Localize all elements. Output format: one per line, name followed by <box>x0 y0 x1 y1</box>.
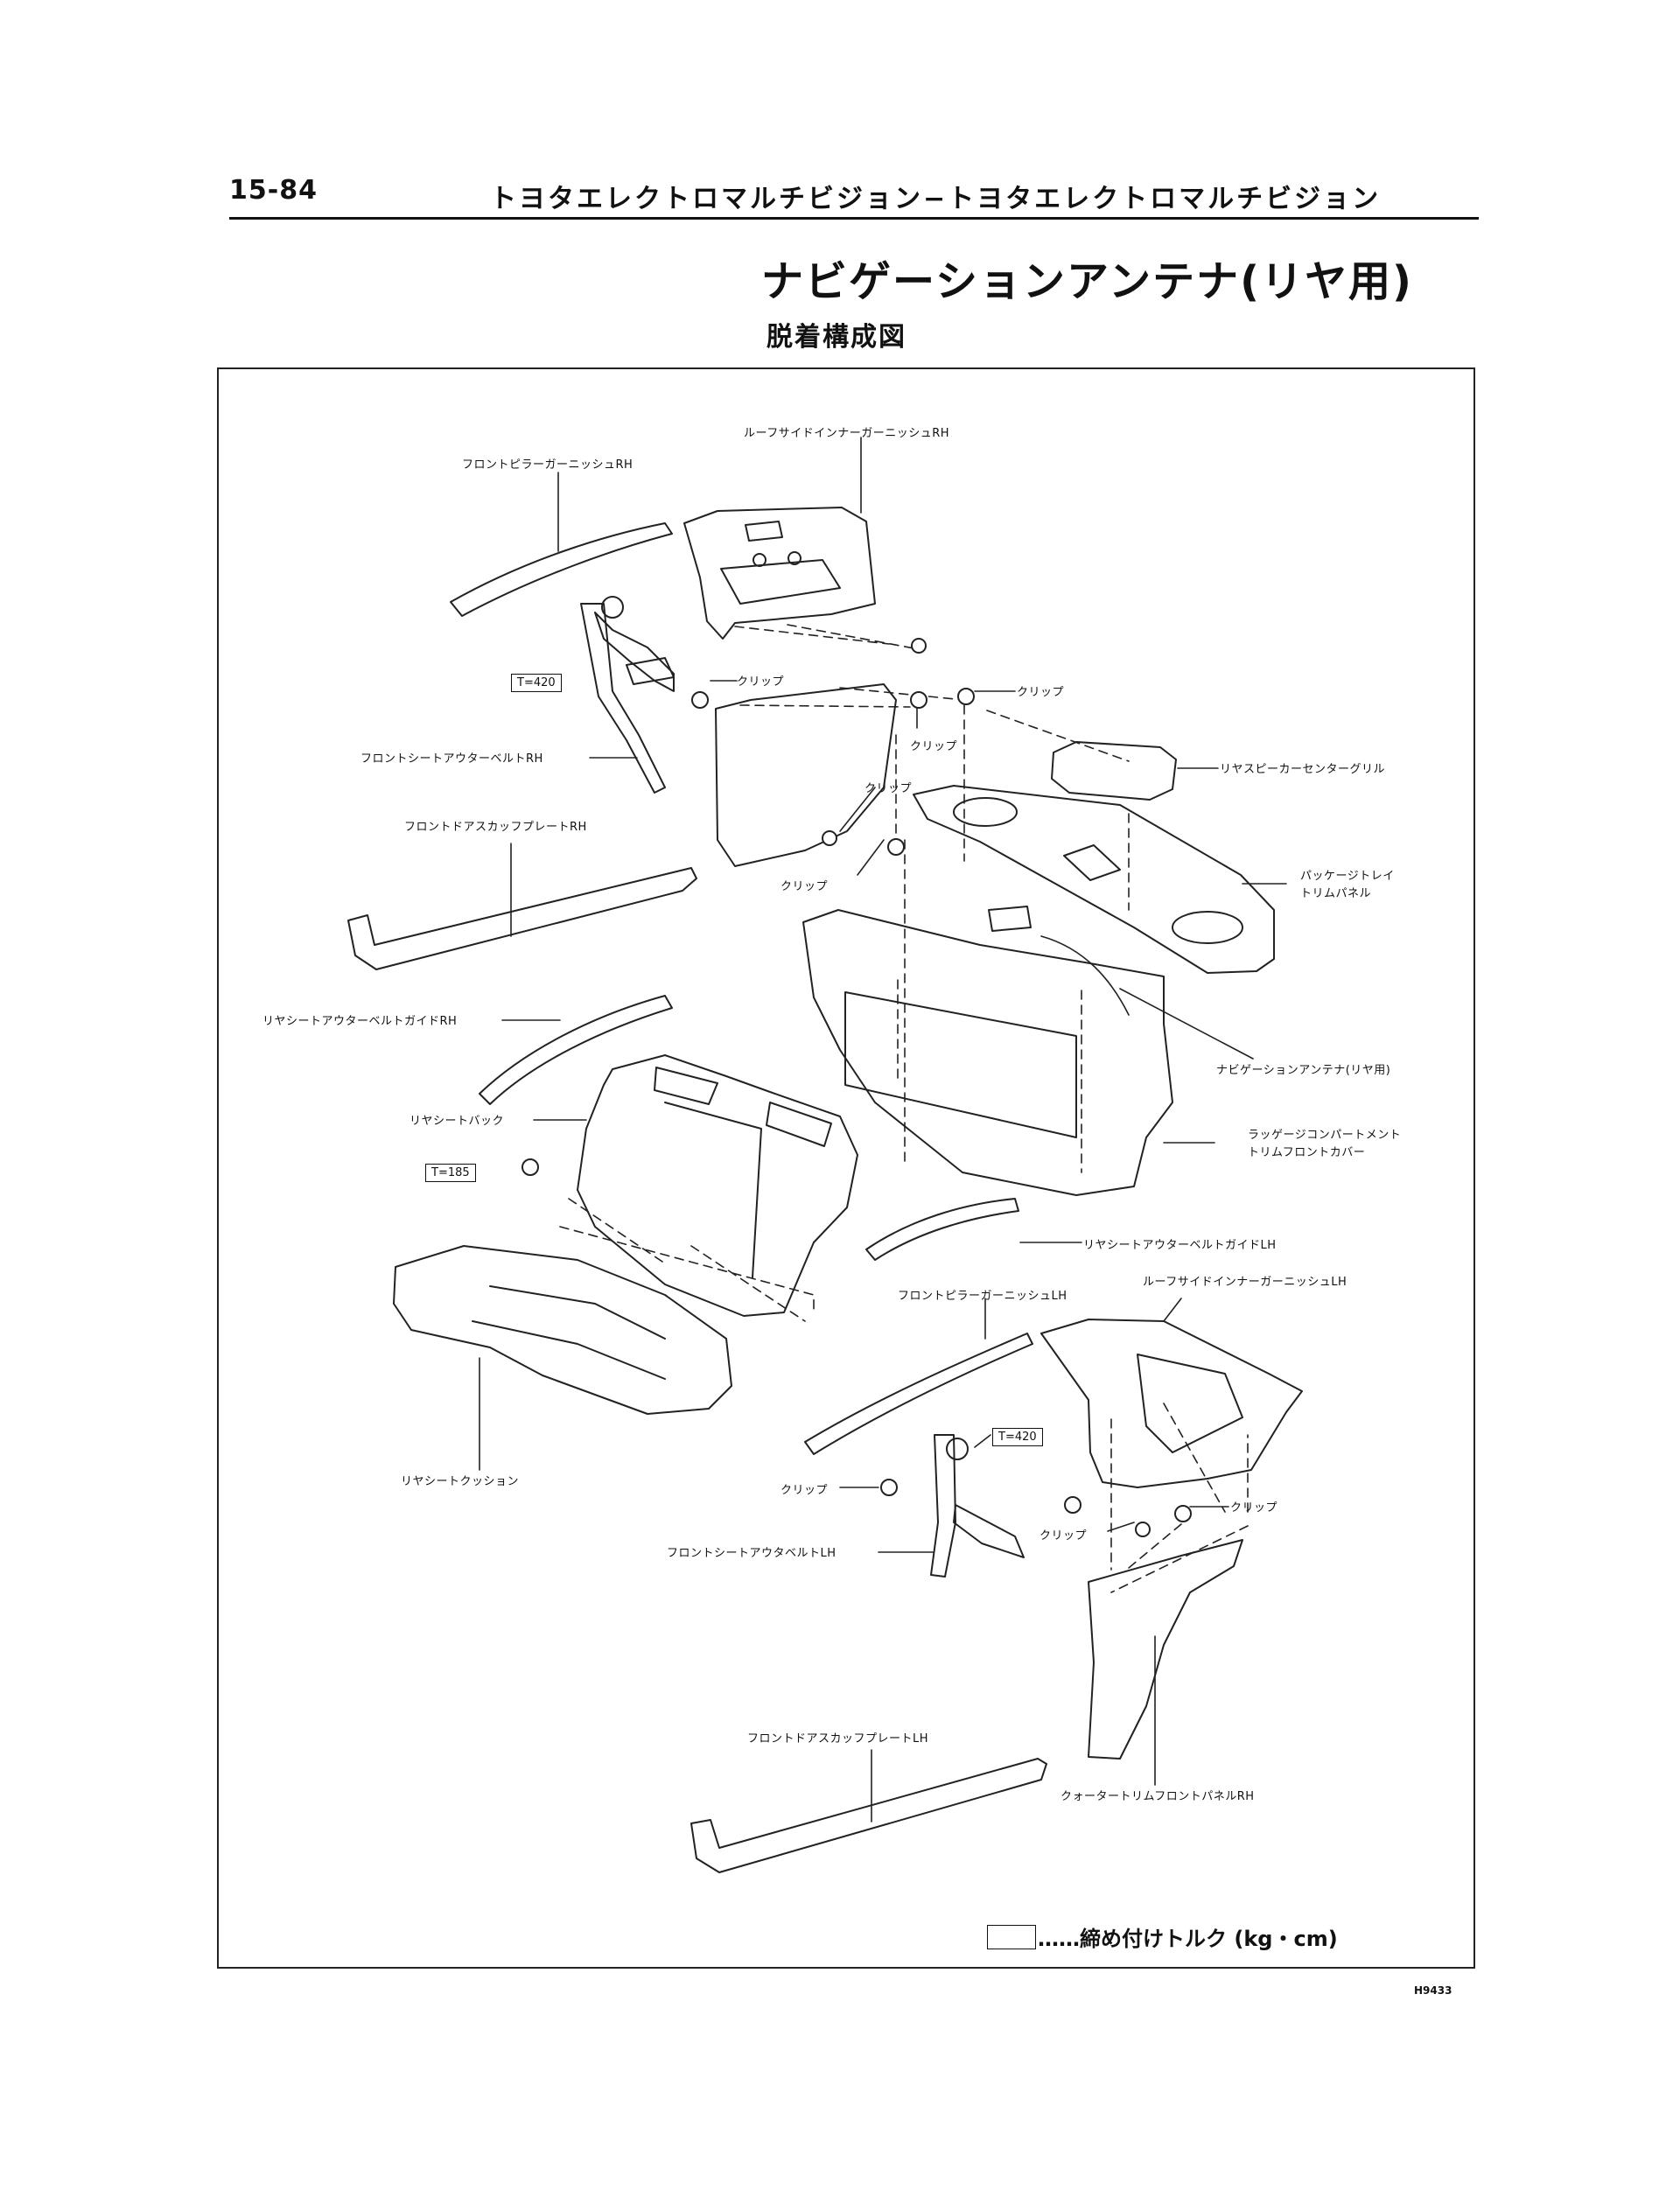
quarter-trim-upper <box>715 683 897 867</box>
front-seat-outer-belt-lh <box>930 1434 1025 1578</box>
torque-box-front-belt-lh: T=420 <box>992 1428 1043 1446</box>
legend-text: ……締め付けトルク (kg・cm) <box>1038 1927 1338 1951</box>
label-front-door-scuff-plate-lh: フロントドアスカッフプレートLH <box>747 1732 929 1746</box>
front-pillar-garnish-lh <box>804 1333 1033 1455</box>
label-quarter-trim-front-panel-rh: クォータートリムフロントパネルRH <box>1060 1790 1255 1803</box>
page-number: 15-84 <box>229 175 318 206</box>
label-rear-seat-cushion: リヤシートクッション <box>401 1475 520 1488</box>
diagram-frame <box>217 367 1475 1969</box>
label-package-tray-trim-panel-line1: パッケージトレイ <box>1300 870 1395 883</box>
label-luggage-trim-line2: トリムフロントカバー <box>1248 1146 1366 1159</box>
rear-speaker-center-grille <box>1051 741 1177 801</box>
label-rear-speaker-center-grille: リヤスピーカーセンターグリル <box>1220 763 1386 776</box>
guide-lines <box>559 624 1249 1593</box>
nav-antenna-cable <box>1040 935 1130 1016</box>
torque-box-front-belt-rh: T=420 <box>511 674 562 692</box>
torque-box-rear-seat-back: T=185 <box>425 1164 476 1182</box>
label-front-seat-outer-belt-rh: フロントシートアウターベルトRH <box>360 752 543 766</box>
clip-icons <box>522 638 1192 1537</box>
front-door-scuff-plate-lh <box>690 1758 1047 1873</box>
label-rear-seat-outer-belt-guide-rh: リヤシートアウターベルトガイドRH <box>262 1015 458 1028</box>
rear-seat-outer-belt-guide-lh <box>865 1198 1019 1261</box>
label-front-door-scuff-plate-rh: フロントドアスカッフプレートRH <box>404 821 587 834</box>
label-clip: クリップ <box>864 782 913 795</box>
figure-code: H9433 <box>1414 1984 1452 1997</box>
label-luggage-trim-line1: ラッゲージコンパートメント <box>1248 1129 1402 1142</box>
label-clip: クリップ <box>737 675 785 689</box>
roof-side-inner-garnish-rh <box>683 507 876 640</box>
label-rear-seat-outer-belt-guide-lh: リヤシートアウターベルトガイドLH <box>1083 1239 1277 1252</box>
package-tray-trim-panel <box>913 785 1275 974</box>
page-subtitle: 脱着構成図 <box>766 322 906 353</box>
rear-seat-cushion <box>393 1245 732 1415</box>
quarter-trim-front-panel-rh <box>1088 1539 1243 1760</box>
leader-lines <box>479 437 1287 1823</box>
label-rear-seat-back: リヤシートバック <box>410 1115 505 1128</box>
rear-seat-back <box>577 1054 858 1317</box>
label-clip: クリップ <box>1017 686 1065 699</box>
label-roof-side-inner-garnish-rh: ルーフサイドインナーガーニッシュRH <box>744 427 950 440</box>
rear-seat-outer-belt-guide-rh <box>479 995 673 1105</box>
front-door-scuff-plate-rh <box>347 867 697 970</box>
luggage-compartment-trim-front-cover <box>802 906 1173 1196</box>
label-front-seat-outer-belt-lh: フロントシートアウタベルトLH <box>667 1547 836 1560</box>
header-rule <box>229 217 1479 220</box>
label-clip: クリップ <box>1040 1529 1088 1543</box>
label-clip: クリップ <box>910 740 958 753</box>
label-roof-side-inner-garnish-lh: ルーフサイドインナーガーニッシュLH <box>1143 1276 1348 1289</box>
roof-side-inner-garnish-lh <box>1040 1319 1303 1488</box>
page-title: ナビゲーションアンテナ(リヤ用) <box>761 257 1413 306</box>
label-nav-antenna-rear: ナビゲーションアンテナ(リヤ用) <box>1216 1064 1391 1077</box>
label-front-pillar-garnish-lh: フロントピラーガーニッシュLH <box>898 1290 1068 1303</box>
section-title: トヨタエレクトロマルチビジョン−トヨタエレクトロマルチビジョン <box>490 184 1382 214</box>
front-seat-outer-belt-rh <box>580 596 675 794</box>
legend-torque-box <box>987 1925 1036 1949</box>
label-package-tray-trim-panel-line2: トリムパネル <box>1300 887 1372 900</box>
label-clip: クリップ <box>1230 1501 1278 1515</box>
label-clip: クリップ <box>780 1484 829 1497</box>
label-clip: クリップ <box>780 880 829 893</box>
label-front-pillar-garnish-rh: フロントピラーガーニッシュRH <box>462 458 634 472</box>
front-pillar-garnish-rh <box>450 522 673 617</box>
